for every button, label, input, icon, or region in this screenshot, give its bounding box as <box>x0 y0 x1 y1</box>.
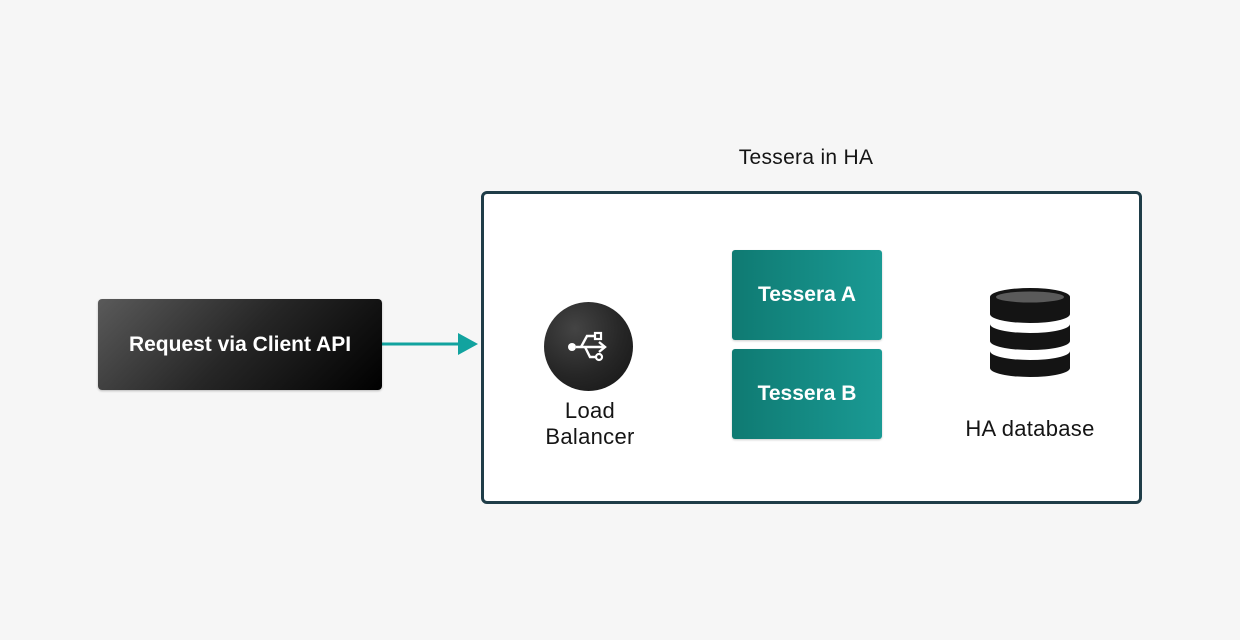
database-label: HA database <box>965 416 1095 441</box>
load-balancer-label-line1: Load <box>564 398 616 423</box>
ha-group-title: Tessera in HA <box>738 146 874 169</box>
tessera-node-label: Tessera B <box>757 382 857 405</box>
client-to-ha-arrow <box>382 333 478 355</box>
tessera-node-a: Tessera A <box>732 250 882 340</box>
client-request-label: Request via Client API <box>128 332 352 356</box>
tessera-node-label: Tessera A <box>757 283 857 306</box>
load-balancer-label-line2: Balancer <box>545 424 635 449</box>
load-balancer-node <box>544 302 633 391</box>
client-request-box: Request via Client API <box>98 299 382 390</box>
database-icon <box>990 288 1070 377</box>
usb-fork-icon <box>567 331 607 361</box>
tessera-node-b: Tessera B <box>732 349 882 439</box>
load-balancer-label: Load Balancer <box>520 398 660 450</box>
